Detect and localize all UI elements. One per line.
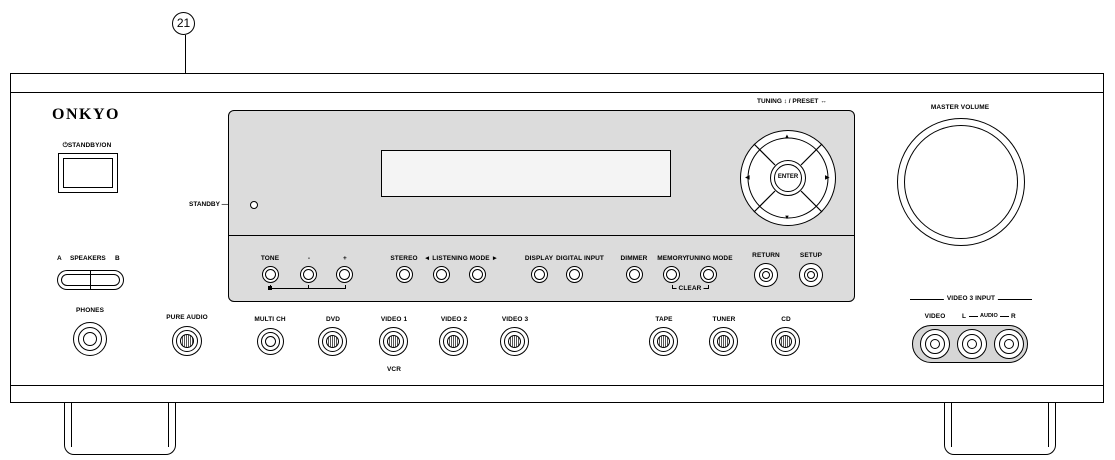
tone-minus-button[interactable] <box>300 266 317 283</box>
video1-button[interactable] <box>379 327 408 356</box>
dvd-label: DVD <box>325 316 341 323</box>
stereo-button[interactable] <box>396 266 413 283</box>
video3-input-title: VIDEO 3 INPUT <box>943 295 999 302</box>
listening-mode-label: ◄ LISTENING MODE ► <box>423 255 499 262</box>
display-button[interactable] <box>531 266 548 283</box>
tuning-preset-label: TUNING ↕ / PRESET ↔ <box>757 98 827 105</box>
tuner-button[interactable] <box>709 327 738 356</box>
cd-button[interactable] <box>771 327 800 356</box>
preset-left-arrow-icon[interactable]: ◀ <box>745 175 750 181</box>
master-volume-label: MASTER VOLUME <box>930 104 990 111</box>
video3-audio-left-rule <box>969 316 978 318</box>
video3-audio-l-jack[interactable] <box>957 329 987 359</box>
callout-21: 21 <box>172 12 195 35</box>
enter-button[interactable]: ENTER <box>770 160 806 196</box>
chassis-bottom-line <box>10 385 1104 387</box>
tuning-mode-label: TUNING MODE <box>685 255 733 262</box>
tone-label: TONE <box>260 255 280 262</box>
return-button[interactable] <box>754 263 778 287</box>
tape-button[interactable] <box>649 327 678 356</box>
preset-right-arrow-icon[interactable]: ▶ <box>825 175 830 181</box>
video1-label: VIDEO 1 <box>380 316 408 323</box>
video3-audio-l-label: L <box>962 313 966 320</box>
dvd-button[interactable] <box>318 327 347 356</box>
video3-label: VIDEO 3 <box>501 316 529 323</box>
display-label: DISPLAY <box>524 255 554 262</box>
speakers-button-inner <box>61 274 120 286</box>
tone-plus-button[interactable] <box>336 266 353 283</box>
digital-input-button[interactable] <box>566 266 583 283</box>
phones-label: PHONES <box>75 307 105 314</box>
digital-input-label: DIGITAL INPUT <box>555 255 605 262</box>
display-window <box>381 150 671 197</box>
vcr-label: VCR <box>386 366 402 373</box>
cd-label: CD <box>781 316 791 323</box>
pure-audio-button[interactable] <box>172 326 202 356</box>
listening-mode-right-button[interactable] <box>469 266 486 283</box>
plus-label: + <box>343 255 347 262</box>
return-label: RETURN <box>752 252 780 259</box>
memory-button[interactable] <box>663 266 680 283</box>
standby-on-label: ⏻STANDBY/ON <box>62 142 112 149</box>
master-volume-knob[interactable] <box>897 118 1025 246</box>
clear-label: CLEAR <box>676 285 704 292</box>
left-foot-inner-b <box>168 403 170 447</box>
left-foot-inner <box>71 403 73 447</box>
standby-indicator-label: STANDBY — <box>189 201 229 208</box>
video3-audio-label: AUDIO <box>980 313 998 319</box>
brand-logo: ONKYO <box>52 106 120 123</box>
video3-audio-right-rule <box>1000 316 1009 318</box>
enter-label: ENTER <box>777 174 799 180</box>
tape-label: TAPE <box>655 316 673 323</box>
multi-ch-label: MULTI CH <box>254 316 286 323</box>
right-foot <box>944 403 1056 455</box>
tuner-label: TUNER <box>712 316 736 323</box>
right-foot-inner <box>951 403 953 447</box>
cross-pad-dividers <box>747 137 829 219</box>
standby-indicator-led <box>250 201 258 209</box>
video2-button[interactable] <box>439 327 468 356</box>
tone-bracket-marker <box>268 286 272 290</box>
right-foot-inner-b <box>1048 403 1050 447</box>
speakers-label: SPEAKERS <box>70 255 106 262</box>
video3-button[interactable] <box>500 327 529 356</box>
tone-button[interactable] <box>262 266 279 283</box>
dimmer-label: DIMMER <box>620 255 648 262</box>
video3-audio-r-jack[interactable] <box>994 329 1024 359</box>
standby-on-button[interactable] <box>58 153 118 193</box>
multi-ch-button[interactable] <box>257 328 284 355</box>
tuning-down-arrow-icon[interactable]: ▼ <box>784 215 790 221</box>
setup-label: SETUP <box>799 252 823 259</box>
memory-label: MEMORY <box>657 255 687 262</box>
setup-button[interactable] <box>799 263 823 287</box>
speakers-b-label: B <box>115 255 120 262</box>
display-panel-divider <box>229 235 854 237</box>
dimmer-button[interactable] <box>626 266 643 283</box>
phones-jack[interactable] <box>73 322 107 356</box>
minus-label: - <box>307 255 311 262</box>
callout-21-number: 21 <box>176 16 191 30</box>
tone-bracket-mid <box>308 285 309 289</box>
video2-label: VIDEO 2 <box>440 316 468 323</box>
stereo-label: STEREO <box>390 255 418 262</box>
video3-audio-r-label: R <box>1011 313 1016 320</box>
video3-video-label: VIDEO <box>924 313 946 320</box>
tuning-mode-button[interactable] <box>700 266 717 283</box>
speakers-a-label: A <box>57 255 62 262</box>
pure-audio-label: PURE AUDIO <box>166 314 208 321</box>
chassis-top-line <box>10 92 1104 94</box>
left-foot <box>64 403 176 455</box>
tuning-up-arrow-icon[interactable]: ▲ <box>784 134 790 140</box>
video3-video-jack[interactable] <box>920 329 950 359</box>
listening-mode-left-button[interactable] <box>433 266 450 283</box>
